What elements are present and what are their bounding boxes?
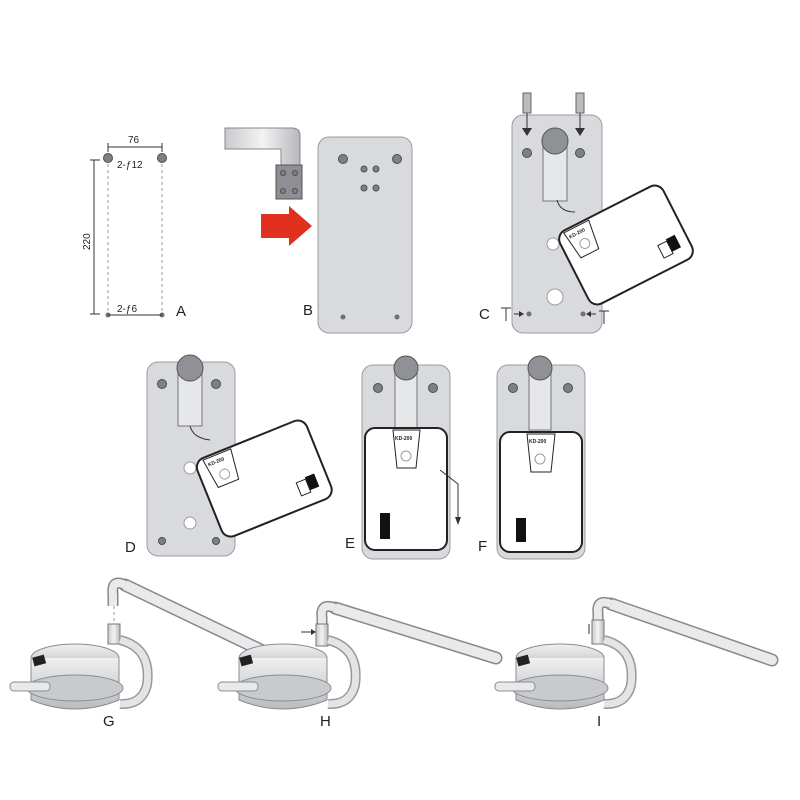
sensor-probe bbox=[315, 623, 329, 647]
panel-a: 76 2-ƒ12 220 2-ƒ6 A bbox=[82, 135, 186, 320]
mounting-plate bbox=[317, 136, 413, 334]
panel-g: G bbox=[9, 577, 299, 730]
screw-icon bbox=[501, 307, 524, 321]
panel-h: H bbox=[217, 600, 503, 730]
sensor-probe bbox=[591, 619, 605, 645]
tube-cap bbox=[393, 355, 419, 381]
bottom-holes-label: 2-ƒ6 bbox=[117, 304, 137, 315]
tube-cap bbox=[176, 354, 204, 382]
top-hole-right bbox=[157, 153, 167, 163]
panel-label-e: E bbox=[345, 535, 355, 552]
panel-i: I bbox=[494, 596, 779, 730]
panel-c: KD-200 C bbox=[479, 92, 694, 334]
panel-label-f: F bbox=[478, 538, 487, 555]
panel-label-h: H bbox=[320, 713, 331, 730]
device-box: KD-200 bbox=[558, 184, 694, 306]
screw-icon bbox=[586, 310, 609, 324]
panel-label-a: A bbox=[176, 303, 186, 320]
panel-label-i: I bbox=[597, 713, 601, 730]
red-arrow-icon bbox=[261, 206, 312, 246]
panel-label-d: D bbox=[125, 539, 136, 556]
device-model-label: KD-200 bbox=[529, 439, 546, 445]
tube-cap bbox=[541, 127, 569, 155]
device-box: KD-200 bbox=[195, 419, 333, 538]
sensor-probe bbox=[107, 623, 121, 645]
screw-icon bbox=[522, 92, 532, 136]
panel-label-g: G bbox=[103, 713, 115, 730]
bracket-plate bbox=[275, 164, 303, 200]
panel-f: KD-200 F bbox=[478, 355, 586, 560]
screw-icon bbox=[575, 92, 585, 136]
tube-cap bbox=[527, 355, 553, 381]
panel-label-c: C bbox=[479, 306, 490, 323]
top-hole-left bbox=[103, 153, 113, 163]
panel-label-b: B bbox=[303, 302, 313, 319]
panel-b: B bbox=[224, 127, 413, 334]
height-dimension: 220 bbox=[82, 233, 93, 250]
top-holes-label: 2-ƒ12 bbox=[117, 160, 143, 171]
device-model-label: KD-200 bbox=[395, 436, 412, 442]
panel-e: KD-200 E bbox=[345, 355, 461, 560]
width-dimension: 76 bbox=[128, 135, 140, 146]
bracket-icon bbox=[224, 127, 301, 171]
panel-d: KD-200 D bbox=[125, 354, 333, 557]
